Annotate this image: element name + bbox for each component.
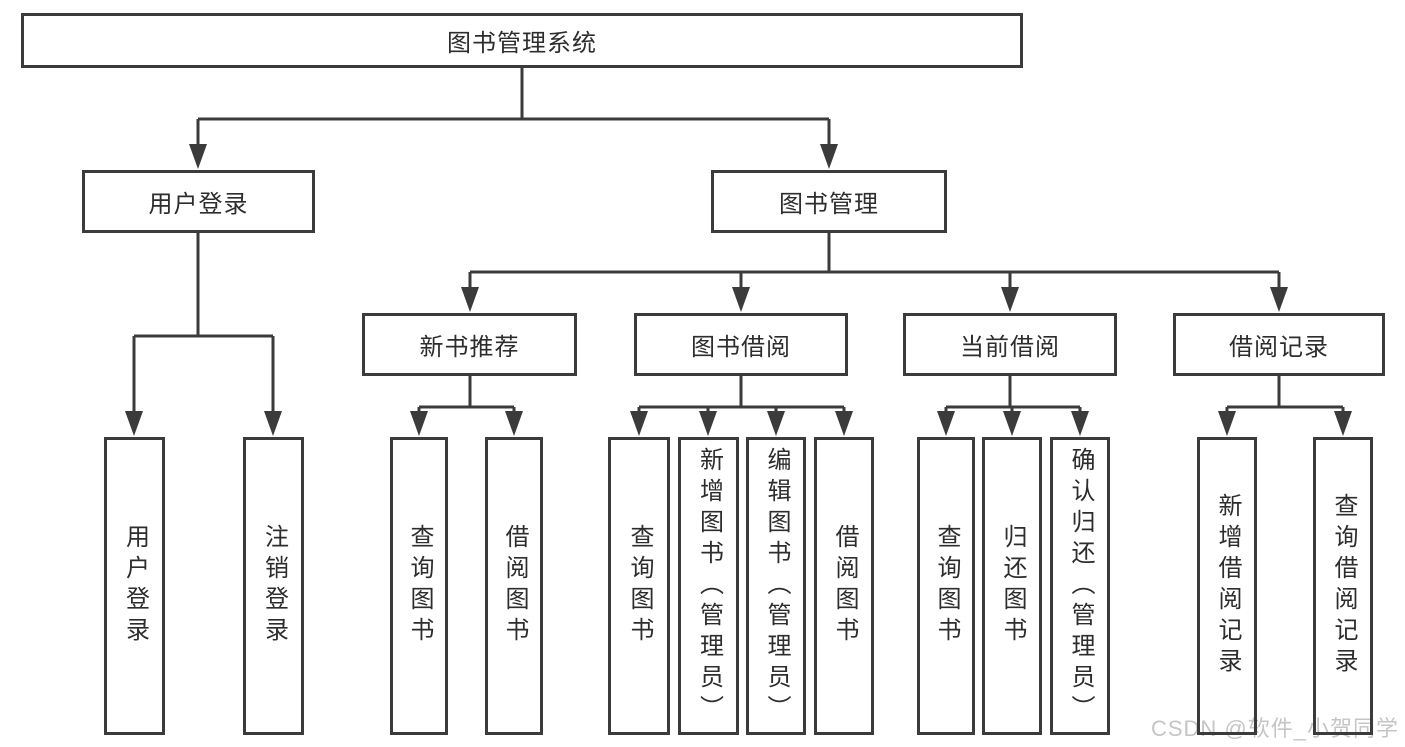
leaf-current-confirm-return-admin: 确认归还（管理员） [1050, 437, 1110, 735]
leaf-borrowing-add-books-admin-label: 新增图书（管理员） [695, 446, 723, 726]
leaf-current-query-books: 查询图书 [917, 437, 975, 735]
leaf-current-query-books-label: 查询图书 [933, 524, 960, 648]
node-book-borrowing: 图书借阅 [634, 313, 848, 376]
leaf-current-confirm-return-admin-label: 确认归还（管理员） [1067, 446, 1094, 726]
leaf-records-query-record: 查询借阅记录 [1313, 437, 1373, 735]
node-book-management: 图书管理 [711, 170, 947, 233]
node-book-borrowing-label: 图书借阅 [691, 334, 791, 361]
node-user-login-label: 用户登录 [148, 191, 249, 218]
node-current-borrowing-label: 当前借阅 [960, 334, 1060, 361]
node-new-book-recommend-label: 新书推荐 [419, 334, 520, 361]
node-borrow-records-label: 借阅记录 [1229, 334, 1329, 361]
leaf-borrowing-borrow-books: 借阅图书 [814, 437, 874, 735]
leaf-user-login: 用户登录 [104, 437, 165, 735]
node-new-book-recommend: 新书推荐 [362, 313, 577, 376]
leaf-current-return-books-label: 归还图书 [999, 524, 1026, 648]
leaf-current-return-books: 归还图书 [982, 437, 1042, 735]
leaf-records-query-record-label: 查询借阅记录 [1330, 493, 1357, 679]
leaf-newbooks-borrow-books-label: 借阅图书 [501, 524, 528, 648]
node-user-login: 用户登录 [82, 170, 315, 233]
node-current-borrowing: 当前借阅 [903, 313, 1117, 376]
csdn-watermark: CSDN @软件_小贺同学 [1150, 716, 1399, 741]
leaf-newbooks-query-books-label: 查询图书 [406, 524, 433, 648]
node-book-management-label: 图书管理 [779, 191, 879, 218]
leaf-borrowing-query-books: 查询图书 [608, 437, 670, 735]
leaf-borrowing-query-books-label: 查询图书 [626, 524, 653, 648]
leaf-borrowing-edit-books-admin-label: 编辑图书（管理员） [763, 446, 790, 726]
leaf-records-add-record: 新增借阅记录 [1197, 437, 1257, 735]
leaf-newbooks-query-books: 查询图书 [390, 437, 448, 735]
leaf-borrowing-borrow-books-label: 借阅图书 [831, 524, 858, 648]
leaf-borrowing-add-books-admin: 新增图书（管理员） [678, 437, 739, 735]
leaf-user-login-label: 用户登录 [121, 524, 149, 648]
node-borrow-records: 借阅记录 [1173, 313, 1385, 376]
leaf-records-add-record-label: 新增借阅记录 [1214, 493, 1241, 679]
node-library-system-label: 图书管理系统 [447, 30, 597, 57]
leaf-borrowing-edit-books-admin: 编辑图书（管理员） [746, 437, 806, 735]
node-library-system: 图书管理系统 [21, 13, 1023, 68]
leaf-logout-login-label: 注销登录 [260, 524, 288, 648]
leaf-newbooks-borrow-books: 借阅图书 [485, 437, 543, 735]
leaf-logout-login: 注销登录 [243, 437, 304, 735]
